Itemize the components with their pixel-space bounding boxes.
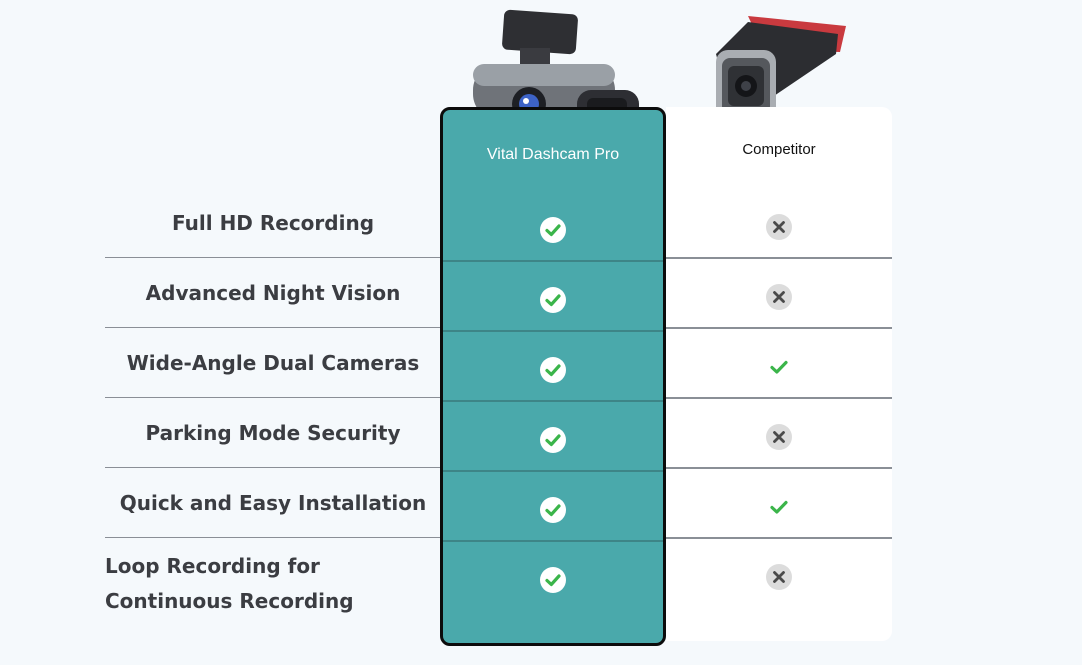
- feature-row: Quick and Easy Installation: [105, 468, 441, 538]
- competitor-cell: [666, 542, 892, 612]
- feature-label: Wide-Angle Dual Cameras: [126, 350, 420, 375]
- product-title: Vital Dashcam Pro: [486, 146, 620, 163]
- check-circle-icon: [539, 216, 567, 244]
- competitor-column: Competitor: [666, 107, 892, 641]
- check-icon: [769, 357, 789, 377]
- check-circle-icon: [539, 566, 567, 594]
- competitor-dashcam-image: [716, 16, 846, 120]
- row-divider: [443, 540, 663, 542]
- x-circle-icon: [765, 213, 793, 241]
- competitor-cell: [666, 402, 892, 472]
- feature-label-line-1: Loop Recording for: [105, 554, 320, 578]
- competitor-cell: [666, 472, 892, 542]
- feature-label: Quick and Easy Installation: [119, 490, 427, 515]
- check-circle-icon: [539, 356, 567, 384]
- feature-row: Wide-Angle Dual Cameras: [105, 328, 441, 398]
- row-divider: [666, 537, 892, 539]
- feature-label: Parking Mode Security: [145, 420, 401, 445]
- feature-row: Parking Mode Security: [105, 398, 441, 468]
- row-divider: [443, 470, 663, 472]
- feature-row: Full HD Recording: [105, 188, 441, 258]
- check-circle-icon: [539, 426, 567, 454]
- check-icon: [769, 497, 789, 517]
- row-divider: [666, 467, 892, 469]
- product-cell: [443, 195, 663, 265]
- competitor-cell: [666, 332, 892, 402]
- x-circle-icon: [765, 563, 793, 591]
- row-divider: [443, 330, 663, 332]
- product-cell: [443, 265, 663, 335]
- product-cell: [443, 475, 663, 545]
- feature-row: Loop Recording for Continuous Recording: [105, 538, 441, 628]
- competitor-cell: [666, 262, 892, 332]
- product-column: Vital Dashcam Pro: [440, 107, 666, 646]
- check-circle-icon: [539, 496, 567, 524]
- feature-label: Full HD Recording: [171, 210, 375, 235]
- feature-labels: Full HD Recording Advanced Night Vision …: [105, 188, 441, 628]
- row-divider: [443, 400, 663, 402]
- product-cell: [443, 545, 663, 615]
- competitor-title: Competitor: [742, 141, 816, 158]
- x-circle-icon: [765, 423, 793, 451]
- check-circle-icon: [539, 286, 567, 314]
- feature-label-line-2: Continuous Recording: [105, 589, 354, 613]
- row-divider: [666, 397, 892, 399]
- feature-row: Advanced Night Vision: [105, 258, 441, 328]
- feature-label: Advanced Night Vision: [145, 280, 401, 305]
- row-divider: [666, 257, 892, 259]
- row-divider: [666, 327, 892, 329]
- competitor-cell: [666, 192, 892, 262]
- row-divider: [443, 260, 663, 262]
- product-cell: [443, 335, 663, 405]
- x-circle-icon: [765, 283, 793, 311]
- product-cell: [443, 405, 663, 475]
